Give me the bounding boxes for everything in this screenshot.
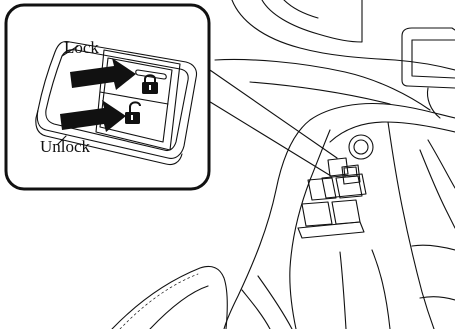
unlock-label: Unlock — [40, 137, 91, 156]
callout-inset: Lock Unlock — [6, 5, 209, 189]
lock-label: Lock — [64, 38, 99, 57]
